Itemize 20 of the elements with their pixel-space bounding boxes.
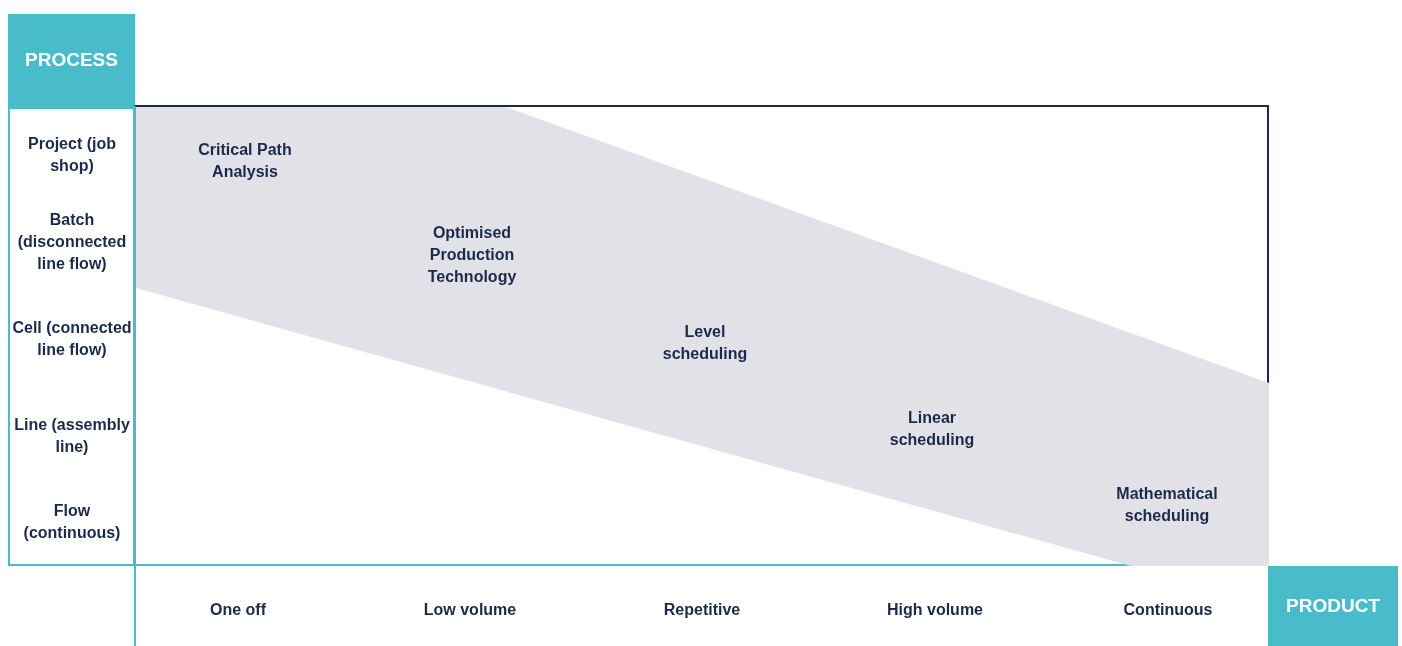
column-label: High volume [887, 600, 983, 620]
method-label: Linear scheduling [888, 408, 976, 450]
row-label: Cell (connected line flow) [11, 318, 133, 360]
axis-header [8, 14, 135, 107]
column-label: One off [210, 600, 266, 620]
method-label: Critical Path Analysis [197, 140, 293, 182]
method-label: Level scheduling [661, 322, 749, 364]
row-label: Batch (disconnected line flow) [16, 210, 128, 274]
column-label: Continuous [1123, 600, 1213, 620]
column-label: Repetitive [663, 600, 741, 620]
axis-title: PRODUCT [1286, 593, 1380, 618]
row-label: Line (assembly line) [13, 415, 131, 457]
axis-header [1268, 566, 1398, 646]
process-column [8, 107, 135, 566]
method-label: Optimised Production Technology [426, 223, 518, 287]
method-label: Mathematical scheduling [1115, 484, 1219, 526]
column-label: Low volume [423, 600, 517, 620]
axis-title: PROCESS [25, 48, 118, 73]
row-label: Project (job shop) [27, 134, 117, 176]
row-label: Flow (continuous) [22, 501, 122, 543]
